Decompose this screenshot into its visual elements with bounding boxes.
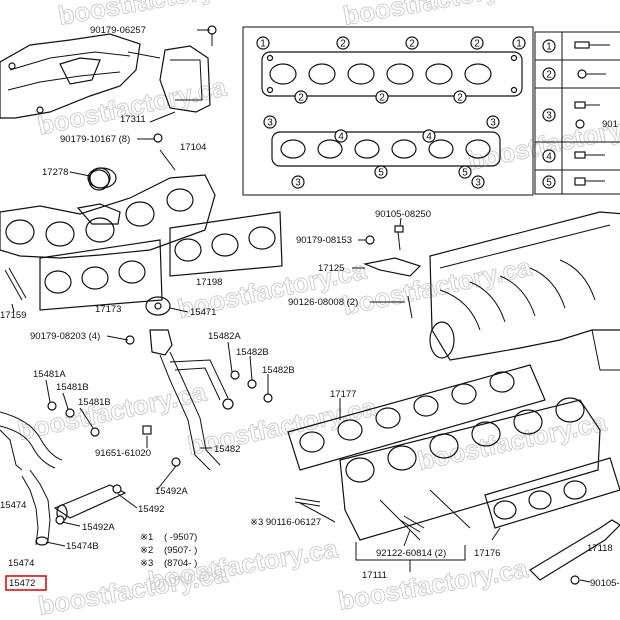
lower-callouts: 3 4 4 3 3 5 5 3 (263, 115, 500, 189)
note-text: (9507- ) (164, 545, 197, 556)
legend-row-number: 2 (546, 70, 552, 81)
part-label: 15492 (138, 504, 164, 515)
part-label: 17111 (362, 570, 387, 581)
egr-pipe-area (125, 296, 273, 471)
part-label: 17118 (587, 543, 613, 554)
part-label: 91651-61020 (95, 448, 151, 459)
part-labels: 90179-06257 17311 90179-10167 (8) 17104 … (0, 25, 620, 589)
part-label: 15482 (214, 444, 240, 455)
water-hoses (0, 401, 127, 546)
part-label: 17311 (120, 114, 146, 125)
intake-manifold (429, 211, 620, 371)
legend-row-number: 4 (546, 152, 552, 163)
part-label: 90105- (590, 578, 620, 589)
intake-gasket-17176 (484, 457, 620, 529)
legend-row-number: 3 (546, 111, 552, 122)
callout-number: 2 (409, 39, 415, 50)
part-label: 15481B (78, 397, 111, 408)
highlight-box (5, 575, 47, 591)
callout-number: 1 (260, 39, 266, 50)
part-label: 15471 (190, 307, 216, 318)
part-label: 90105-08250 (375, 209, 431, 220)
callout-number: 2 (379, 93, 385, 104)
callout-number: 3 (267, 118, 273, 129)
gasket-panel-frame (242, 26, 534, 196)
part-label: 17177 (330, 389, 356, 400)
part-label: 15474 (8, 558, 34, 569)
leader-lines (11, 29, 591, 583)
callout-number: 3 (475, 178, 481, 189)
lower-gasket (271, 131, 501, 167)
part-label: 92122-60814 (2) (376, 548, 446, 559)
part-label: 15482B (262, 365, 295, 376)
part-label: 15481B (56, 382, 89, 393)
callout-number: 4 (426, 132, 432, 143)
watermark: boostfactory.ca (15, 377, 209, 446)
part-label: 15474B (66, 541, 99, 552)
part-label: 17159 (0, 310, 26, 321)
note-text: ( -9507) (164, 532, 197, 543)
upper-gasket (261, 51, 523, 97)
part-label: 90179-06257 (90, 25, 146, 36)
legend-row-number: 5 (546, 178, 552, 189)
part-label: 17125 (318, 263, 344, 274)
legend-table: 1 2 3 4 5 901 (534, 31, 620, 195)
legend-partial-text: 901 (602, 119, 618, 130)
stud-17159 (4, 267, 27, 301)
callout-number: 2 (474, 39, 480, 50)
callout-number: 5 (462, 168, 468, 179)
note-mark: ※2 (140, 545, 153, 556)
part-label: ※3 90116-06127 (250, 517, 321, 528)
part-label: 15481A (33, 369, 66, 380)
callout-number: 3 (295, 178, 301, 189)
part-label: 17104 (180, 142, 206, 153)
exhaust-manifold (0, 167, 216, 259)
legend-row-number: 1 (546, 42, 552, 53)
part-label: 15474 (0, 500, 26, 511)
note-text: (8704- ) (164, 558, 197, 569)
gasket-panel: 1 2 2 2 1 2 2 2 3 4 4 3 3 5 5 3 (242, 26, 534, 196)
part-label: 90179-10167 (8) (60, 134, 130, 145)
part-label: 90179-08153 (296, 235, 352, 246)
watermark: boostfactory.ca (340, 252, 534, 321)
bracket-17125 (362, 225, 422, 319)
part-label: 90126-08008 (2) (288, 297, 358, 308)
callout-number: 2 (298, 93, 304, 104)
note-mark: ※1 (140, 532, 153, 543)
callout-number: 2 (457, 93, 463, 104)
callout-number: 4 (338, 132, 344, 143)
footnotes: ※1 ( -9507) ※2 (9507- ) ※3 (8704- ) (140, 532, 197, 569)
upper-callouts: 1 2 2 2 1 2 2 2 (256, 36, 526, 104)
part-label: 17198 (196, 277, 222, 288)
note-mark: ※3 (140, 558, 153, 569)
watermark: boostfactory.ca (341, 0, 536, 31)
intake-gasket-17177 (287, 364, 546, 471)
part-label: 17176 (474, 548, 500, 559)
part-label: 90179-08203 (4) (30, 331, 100, 342)
studs-and-stay (294, 497, 620, 585)
callout-number: 3 (490, 118, 496, 129)
part-label: 17173 (95, 304, 121, 315)
part-label: 15482B (236, 347, 269, 358)
part-label: 17278 (42, 167, 68, 178)
watermark: boostfactory.ca (56, 0, 251, 31)
callout-number: 2 (340, 39, 346, 50)
part-label: 15492A (82, 522, 115, 533)
part-label: 15492A (155, 486, 188, 497)
heat-shield (0, 25, 217, 143)
intake-runners-17111 (339, 397, 601, 541)
part-label: 15482A (208, 331, 241, 342)
callout-number: 5 (378, 168, 384, 179)
exhaust-gaskets (39, 211, 283, 311)
watermark: boostfactory.ca (336, 553, 531, 616)
part-label-highlighted: 15472 (9, 578, 35, 589)
callout-number: 1 (516, 39, 522, 50)
gasket-ring-17278 (89, 167, 111, 189)
